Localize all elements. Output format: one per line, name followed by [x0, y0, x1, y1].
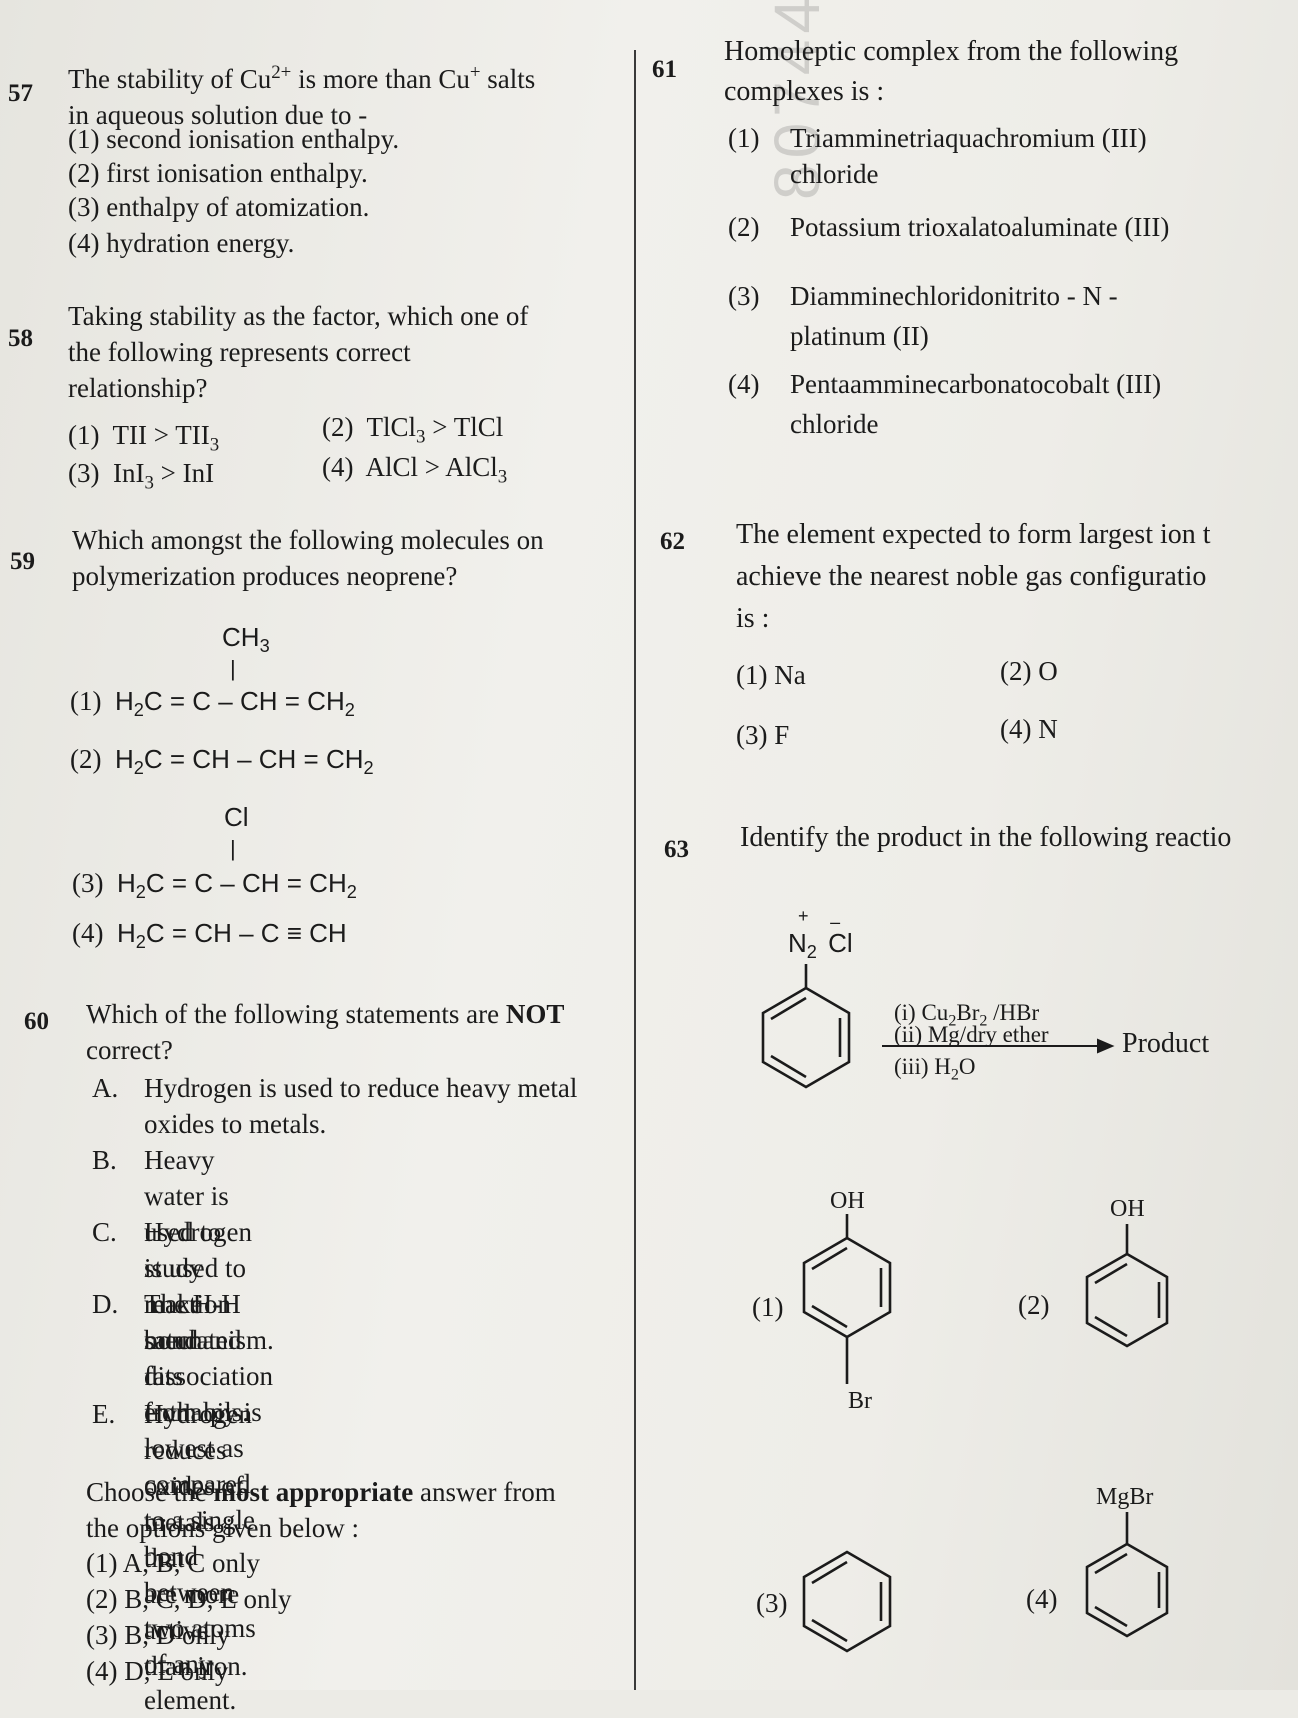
option[interactable]: (3) enthalpy of atomization. [68, 192, 370, 222]
question-number: 57 [8, 80, 33, 107]
option[interactable]: (1) TII > TII3 [68, 420, 220, 456]
option[interactable]: (2) first ionisation enthalpy. [68, 158, 368, 188]
structure-phenylmagnesium-bromide [1085, 1512, 1169, 1638]
option[interactable]: (3) [756, 1588, 788, 1618]
option[interactable]: (1) H2C = C – CH = CH2 [70, 686, 355, 721]
question-58-text: Taking stability as the factor, which on… [68, 301, 529, 403]
option[interactable]: (1) Triamminetriaquachromium (III)chlori… [728, 123, 1147, 189]
option[interactable]: (2) TlCl3 > TlCl [322, 412, 504, 448]
question-61-text: Homoleptic complex from the following co… [724, 36, 1179, 107]
option[interactable]: (4) H2C = CH – C ≡ CH [72, 918, 347, 953]
option[interactable]: (2) H2C = CH – CH = CH2 [70, 744, 374, 779]
column-divider [634, 50, 636, 1690]
option[interactable]: (4) AlCl > AlCl3 [322, 452, 508, 488]
question-number: 62 [660, 528, 685, 555]
reagent-2: (ii) Mg/dry ether [894, 1022, 1049, 1047]
option[interactable]: (2) [1018, 1290, 1050, 1320]
bromo-label: Br [848, 1388, 872, 1414]
question-number: 59 [10, 548, 35, 575]
reaction-arrow [882, 1038, 1115, 1054]
bond-line: | [230, 656, 236, 681]
reagent-3: (iii) H2O [894, 1054, 976, 1084]
option[interactable]: (4) hydration energy. [68, 228, 295, 258]
option[interactable]: (4) Pentaamminecarbonatocobalt (III)chlo… [728, 369, 1162, 439]
question-62-text: The element expected to form largest ion… [736, 519, 1211, 634]
structure-phenol [1085, 1224, 1169, 1348]
option[interactable]: (4) D, E only [86, 1656, 229, 1686]
benzene-ring-reactant [761, 964, 851, 1089]
option[interactable]: (1) A, B, C only [86, 1548, 261, 1578]
question-63-text: Identify the product in the following re… [740, 822, 1232, 853]
option[interactable]: (2) O [1000, 656, 1058, 686]
question-number: 58 [8, 325, 33, 352]
option[interactable]: (3) B, D only [86, 1620, 230, 1650]
instruction-text: Choose the most appropriate answer from … [86, 1477, 556, 1543]
option[interactable]: (3) H2C = C – CH = CH2 [72, 868, 357, 903]
option[interactable]: (4) N [1000, 714, 1058, 744]
structure-benzene [802, 1550, 892, 1653]
option[interactable]: (1) Na [736, 660, 806, 690]
option[interactable]: (3) F [736, 720, 790, 750]
structure-p-bromophenol [802, 1214, 892, 1384]
question-number: 60 [24, 1008, 49, 1035]
diazonium-label: +N2 –Cl [788, 906, 853, 963]
option[interactable]: (3) Diamminechloridonitrito - N -platinu… [728, 281, 1118, 351]
question-number: 63 [664, 836, 689, 863]
question-60-text: Which of the following statements are NO… [86, 999, 565, 1065]
chloro-substituent: Cl [224, 802, 249, 832]
bond-line: | [230, 836, 236, 861]
option[interactable]: (2) Potassium trioxalatoaluminate (III) [728, 212, 1170, 242]
mgbr-label: MgBr [1096, 1484, 1154, 1510]
question-59-text: Which amongst the following molecules on… [72, 525, 544, 591]
option[interactable]: (1) second ionisation enthalpy. [68, 124, 400, 154]
hydroxyl-label: OH [830, 1188, 865, 1214]
option[interactable]: (2) B, C, D, E only [86, 1584, 292, 1614]
question-number: 61 [652, 56, 677, 83]
question-57-text: The stability of Cu2+ is more than Cu+ s… [68, 62, 536, 130]
reagent-1: (i) Cu2Br2 /HBr [894, 1000, 1040, 1030]
methyl-substituent: CH3 [222, 622, 270, 657]
hydroxyl-label: OH [1110, 1196, 1145, 1222]
product-label: Product [1122, 1028, 1210, 1059]
option[interactable]: (3) InI3 > InI [68, 458, 215, 494]
option[interactable]: (4) [1026, 1584, 1058, 1614]
option[interactable]: (1) [752, 1292, 784, 1322]
